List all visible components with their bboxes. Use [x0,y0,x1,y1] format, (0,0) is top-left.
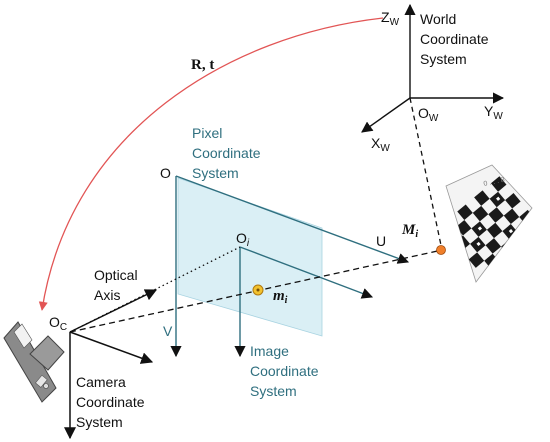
image-origin-label: Oi [236,230,250,249]
pixel-title: Pixel Coordinate System [192,125,264,181]
world-point-marker [436,245,446,255]
image-point-label: mi [273,288,288,306]
image-plane [177,177,323,337]
calibration-board: 0 . . . 8 [445,164,533,283]
image-title: Image Coordinate System [250,343,322,399]
world-title: World Coordinate System [420,11,492,67]
pixel-axis-v-label: V [163,323,173,339]
board-index-label: 0 . . . 8 [483,177,505,188]
world-to-target-dashed [409,97,443,251]
pixel-origin-label: O [160,165,171,181]
pixel-axes [170,175,410,358]
camera-origin-label: OC [49,314,67,333]
transform-label: R, t [191,57,214,73]
world-point-label: Mi [401,222,418,240]
world-axis-z-label: ZW [381,9,400,28]
pixel-axis-u-label: U [376,233,386,249]
transform-arc [38,17,384,311]
optical-axis-label: Optical Axis [94,267,141,303]
camera-title: Camera Coordinate System [76,374,148,430]
world-axes [361,3,505,133]
world-axis-x-label: XW [371,135,390,154]
image-axes [234,246,374,358]
camera-axes [64,289,158,440]
world-axis-y-label: YW [484,103,503,122]
world-origin-label: OW [418,105,439,124]
camera-device [3,321,65,403]
